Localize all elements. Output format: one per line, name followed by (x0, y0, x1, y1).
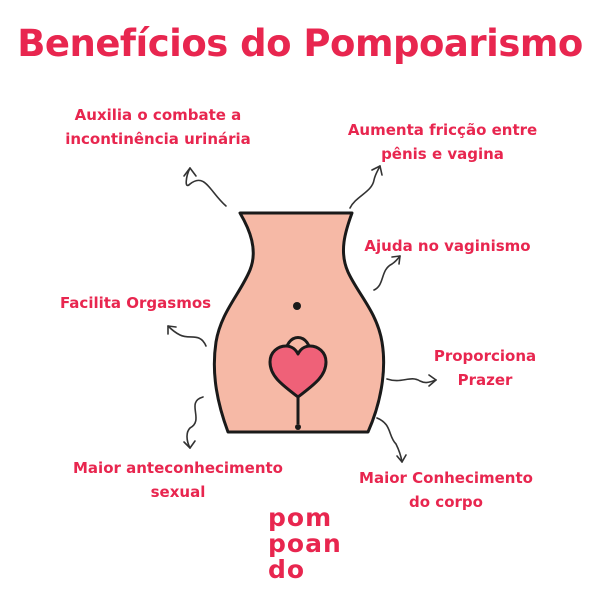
benefit-prazer: Proporciona Prazer (420, 344, 550, 392)
logo-row-2: poan (268, 529, 342, 558)
arrow-b4 (167, 325, 207, 347)
logo-row-1: pom (268, 503, 333, 532)
benefit-anteconhecimento: Maior anteconhecimento sexual (52, 456, 304, 504)
benefit-vaginismo-line1: Ajuda no vaginismo (364, 237, 531, 255)
benefit-conhecimento-corpo-line1: Maior Conhecimento (359, 469, 533, 487)
logo-row-3: do (268, 555, 306, 584)
benefit-friction-line2: pênis e vagina (381, 145, 504, 163)
benefit-prazer-line1: Proporciona (433, 347, 537, 365)
arrow-b3 (373, 255, 401, 291)
benefit-friction: Aumenta fricção entre pênis e vagina (330, 118, 555, 166)
benefit-vaginismo: Ajuda no vaginismo (350, 234, 545, 258)
page-title: Benefícios do Pompoarismo (17, 22, 583, 65)
benefit-conhecimento-corpo: Maior Conhecimento do corpo (338, 466, 554, 514)
heart-lock (268, 344, 328, 399)
benefit-incontinence-line2: incontinência urinária (65, 130, 251, 148)
benefit-conhecimento-corpo-line2: do corpo (409, 493, 483, 511)
lock-string-end (295, 424, 301, 430)
benefit-friction-line1: Aumenta fricção entre (347, 121, 538, 139)
benefit-incontinence-line1: Auxilia o combate a (74, 106, 242, 124)
benefit-orgasmos: Facilita Orgasmos (48, 291, 223, 315)
navel (293, 302, 301, 310)
arrow-b2 (349, 165, 383, 209)
arrow-b1 (183, 167, 227, 207)
torso-shape (212, 211, 386, 434)
benefit-orgasmos-line1: Facilita Orgasmos (59, 294, 212, 312)
pompoando-logo: pom poan do (268, 505, 344, 583)
arrow-b7 (376, 417, 407, 463)
benefit-anteconhecimento-line2: sexual (150, 483, 206, 501)
benefit-prazer-line2: Prazer (457, 371, 513, 389)
benefit-anteconhecimento-line1: Maior anteconhecimento (73, 459, 283, 477)
arrow-b5 (386, 374, 437, 387)
arrow-b6 (183, 396, 204, 449)
benefit-incontinence: Auxilia o combate a incontinência urinár… (48, 103, 268, 151)
